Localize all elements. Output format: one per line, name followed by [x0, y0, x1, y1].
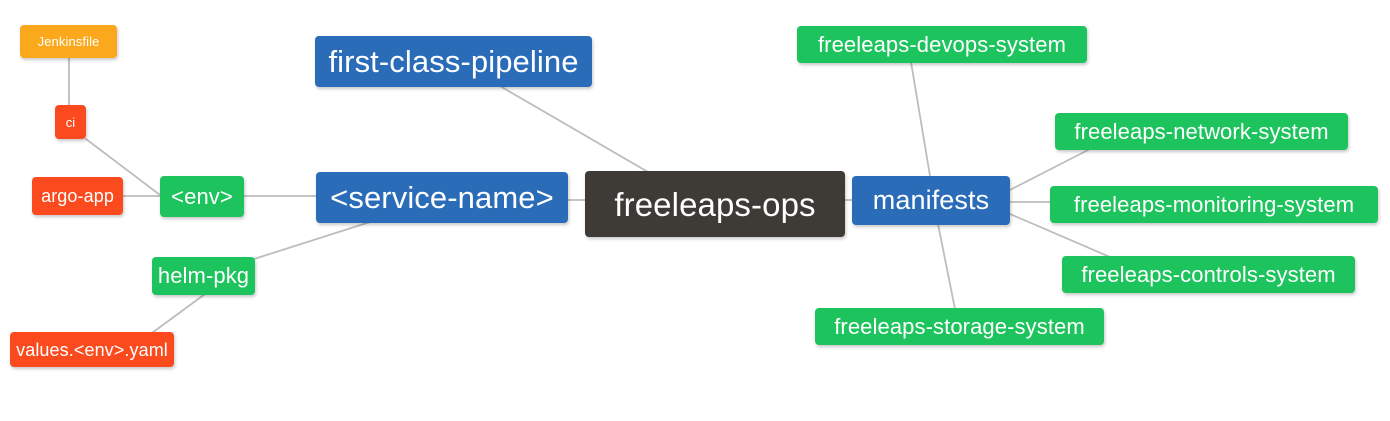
node-values-yaml[interactable]: values.<env>.yaml — [10, 332, 174, 367]
node-freeleaps-monitoring-system[interactable]: freeleaps-monitoring-system — [1050, 186, 1378, 223]
edge-valuesyaml-helmpkg — [151, 293, 206, 334]
node-label: freeleaps-ops — [614, 185, 816, 223]
node-label: freeleaps-controls-system — [1081, 261, 1336, 287]
node-label: argo-app — [41, 186, 114, 206]
node-label: Jenkinsfile — [37, 34, 100, 49]
edge-manifests-storagesystem — [937, 223, 956, 310]
node-label: <service-name> — [330, 180, 554, 215]
node-ci[interactable]: ci — [55, 105, 86, 139]
node-root-freeleaps-ops[interactable]: freeleaps-ops — [585, 171, 845, 237]
node-manifests[interactable]: manifests — [852, 176, 1010, 225]
node-label: freeleaps-devops-system — [817, 31, 1067, 57]
node-freeleaps-network-system[interactable]: freeleaps-network-system — [1055, 113, 1348, 150]
node-label: freeleaps-network-system — [1074, 118, 1329, 144]
node-label: <env> — [171, 183, 233, 209]
node-first-class-pipeline[interactable]: first-class-pipeline — [315, 36, 592, 87]
node-label: first-class-pipeline — [328, 44, 579, 79]
node-freeleaps-storage-system[interactable]: freeleaps-storage-system — [815, 308, 1104, 345]
node-label: manifests — [872, 185, 990, 215]
edge-helmpkg-servicename — [253, 221, 371, 260]
node-helm-pkg[interactable]: helm-pkg — [152, 257, 255, 295]
node-jenkinsfile[interactable]: Jenkinsfile — [20, 25, 117, 58]
node-env[interactable]: <env> — [160, 176, 244, 217]
node-label: helm-pkg — [157, 263, 250, 288]
node-argo-app[interactable]: argo-app — [32, 177, 123, 215]
edge-firstclasspipeline-root — [499, 85, 649, 173]
node-freeleaps-devops-system[interactable]: freeleaps-devops-system — [797, 26, 1087, 63]
edge-manifests-networksystem — [1009, 148, 1091, 191]
node-label: freeleaps-monitoring-system — [1073, 191, 1355, 217]
node-label: freeleaps-storage-system — [834, 313, 1085, 339]
node-service-name[interactable]: <service-name> — [316, 172, 568, 223]
node-freeleaps-controls-system[interactable]: freeleaps-controls-system — [1062, 256, 1355, 293]
node-label: values.<env>.yaml — [16, 339, 168, 360]
node-label: ci — [65, 114, 76, 130]
edge-manifests-devopssystem — [910, 61, 931, 177]
